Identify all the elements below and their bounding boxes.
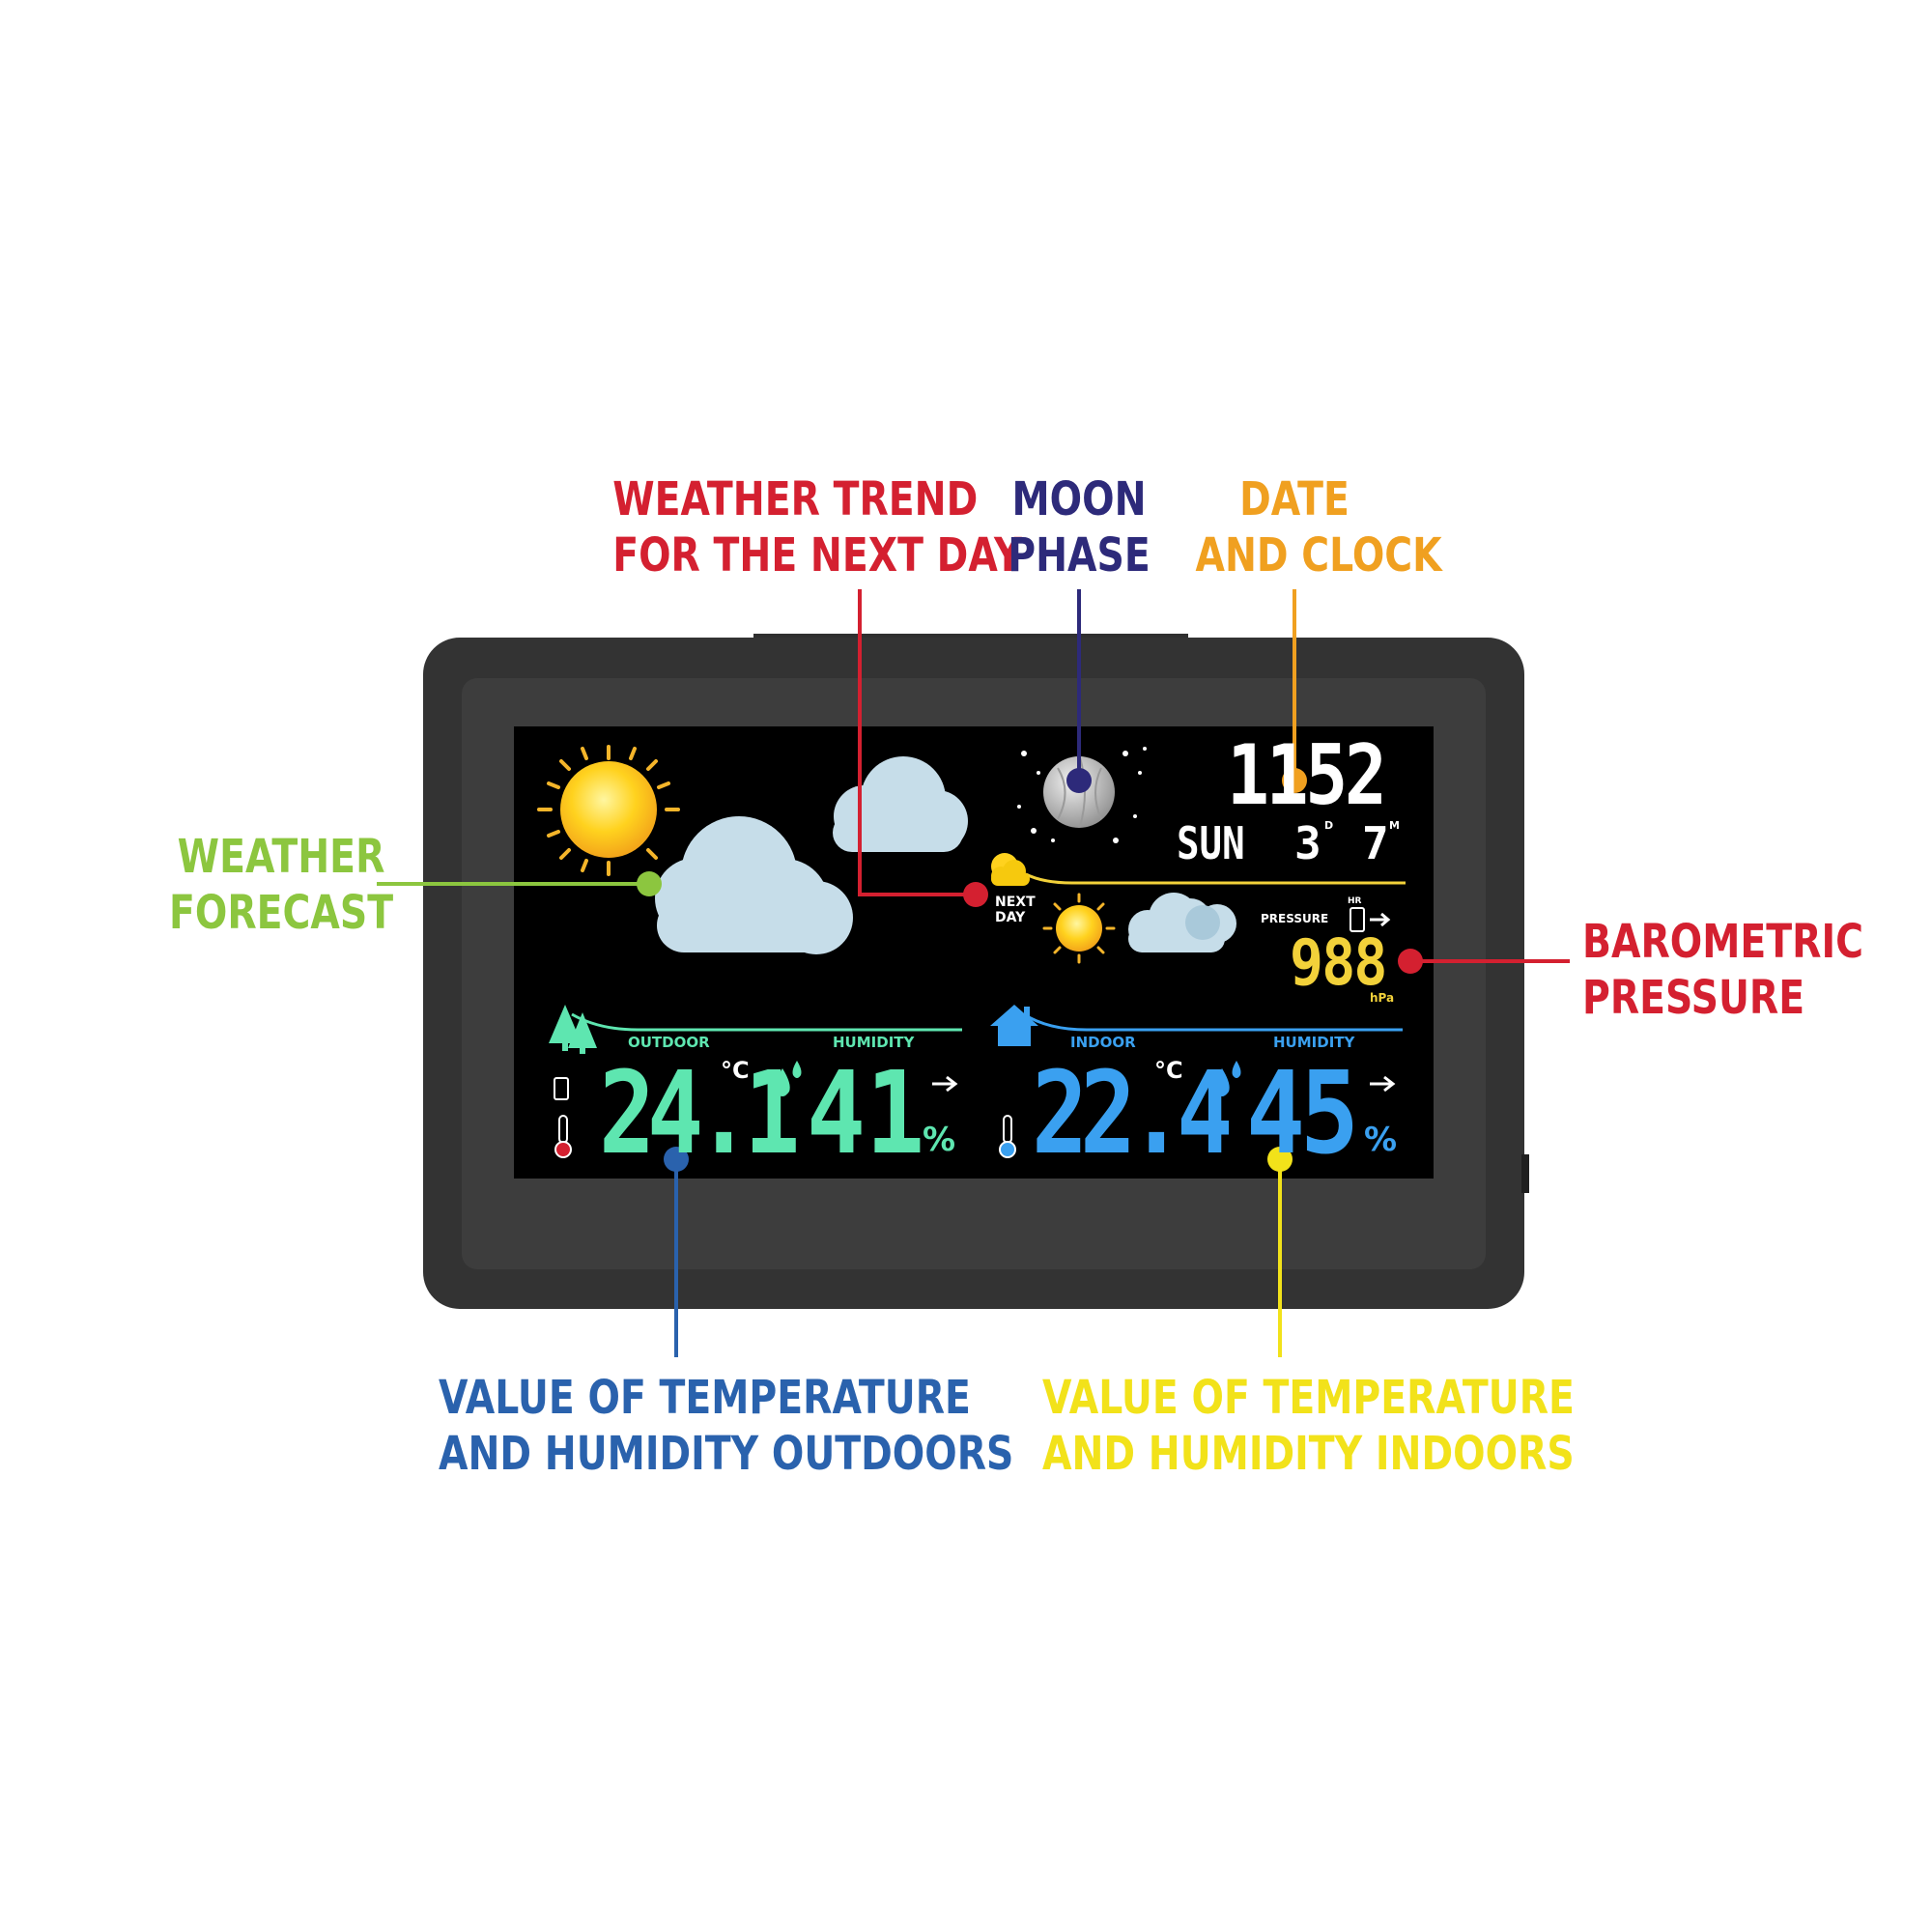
callout-moon-phase-line2: PHASE bbox=[1008, 528, 1151, 582]
outdoor-temperature-unit: °C bbox=[721, 1057, 750, 1084]
weather-forecast-dot bbox=[637, 871, 662, 896]
arrow-right-icon bbox=[932, 1075, 958, 1093]
indoor-humidity-unit: % bbox=[1364, 1121, 1398, 1159]
callout-outdoor-line1: VALUE OF TEMPERATURE bbox=[439, 1371, 971, 1425]
battery-icon bbox=[1350, 907, 1365, 932]
next-day-label: NEXT DAY bbox=[995, 895, 1036, 925]
barometric-dot bbox=[1398, 949, 1423, 974]
callout-date-clock: DATE AND CLOCK bbox=[1195, 471, 1442, 583]
callout-indoor-line1: VALUE OF TEMPERATURE bbox=[1042, 1371, 1575, 1425]
callout-indoor-line2: AND HUMIDITY INDOORS bbox=[1042, 1427, 1575, 1481]
callout-barometric: BAROMETRIC PRESSURE bbox=[1582, 914, 1863, 1026]
weather-trend-dot bbox=[963, 882, 988, 907]
callout-date-clock-line1: DATE bbox=[1239, 472, 1350, 526]
pressure-hr-label: HR bbox=[1348, 896, 1362, 906]
tree-icon bbox=[549, 1005, 597, 1054]
pressure-value: 988 bbox=[1290, 925, 1387, 1000]
pressure-label: PRESSURE bbox=[1261, 912, 1329, 925]
callout-outdoor-line2: AND HUMIDITY OUTDOORS bbox=[439, 1427, 1014, 1481]
outdoor-temperature: 24.1 bbox=[599, 1046, 800, 1179]
callout-moon-phase: MOON PHASE bbox=[1000, 471, 1158, 583]
outdoor-humidity-unit: % bbox=[923, 1121, 956, 1159]
pressure-unit: hPa bbox=[1370, 991, 1395, 1005]
date-day-unit: D bbox=[1324, 819, 1334, 832]
partly-cloudy-icon bbox=[991, 853, 1030, 886]
indoor-dot bbox=[1267, 1147, 1293, 1172]
clock-readout: 1152 bbox=[1227, 727, 1387, 824]
date-month-unit: M bbox=[1389, 819, 1400, 832]
indoor-label: INDOOR bbox=[1070, 1034, 1136, 1051]
callout-barometric-line1: BAROMETRIC bbox=[1582, 915, 1863, 969]
callout-indoor: VALUE OF TEMPERATURE AND HUMIDITY INDOOR… bbox=[1042, 1370, 1575, 1482]
outdoor-label: OUTDOOR bbox=[628, 1034, 710, 1051]
indoor-temperature: 22.4 bbox=[1032, 1046, 1233, 1179]
side-button bbox=[1521, 1154, 1529, 1193]
thermometer-icon bbox=[999, 1115, 1016, 1158]
arrow-right-icon bbox=[1370, 912, 1391, 927]
date-day-readout: 3 bbox=[1294, 817, 1321, 869]
callout-weather-trend-line2: FOR THE NEXT DAY bbox=[612, 528, 1022, 582]
callout-weather-forecast-line1: WEATHER bbox=[177, 830, 385, 884]
date-month-readout: 7 bbox=[1362, 817, 1389, 869]
indoor-temperature-unit: °C bbox=[1154, 1057, 1183, 1084]
indoor-humidity: 45 bbox=[1246, 1046, 1359, 1179]
droplet-icon bbox=[775, 1061, 802, 1096]
lcd-screen bbox=[514, 726, 1434, 1179]
battery-icon bbox=[554, 1077, 569, 1100]
callout-weather-trend-line1: WEATHER TREND bbox=[612, 472, 979, 526]
cloud-icon bbox=[1128, 893, 1236, 952]
indoor-humidity-label: HUMIDITY bbox=[1273, 1034, 1355, 1051]
thermometer-icon bbox=[554, 1115, 572, 1158]
house-icon bbox=[990, 1005, 1038, 1046]
callout-barometric-line2: PRESSURE bbox=[1582, 971, 1805, 1025]
callout-weather-forecast-line2: FORECAST bbox=[169, 886, 394, 940]
stars-icon bbox=[1017, 747, 1147, 843]
callout-weather-forecast: WEATHER FORECAST bbox=[169, 829, 393, 941]
callout-outdoor: VALUE OF TEMPERATURE AND HUMIDITY OUTDOO… bbox=[439, 1370, 1014, 1482]
outdoor-divider bbox=[571, 1012, 962, 1032]
sun-icon bbox=[1042, 893, 1116, 964]
outdoor-humidity-label: HUMIDITY bbox=[833, 1034, 915, 1051]
day-readout: SUN bbox=[1177, 817, 1245, 869]
outdoor-dot bbox=[664, 1147, 689, 1172]
date-clock-dot bbox=[1282, 768, 1307, 793]
outdoor-humidity: 41 bbox=[807, 1046, 925, 1179]
callout-moon-phase-line1: MOON bbox=[1011, 472, 1147, 526]
callout-weather-trend: WEATHER TREND FOR THE NEXT DAY bbox=[612, 471, 1022, 583]
forecast-divider bbox=[1025, 872, 1406, 885]
next-day-label-line2: DAY bbox=[995, 910, 1026, 925]
sun-icon bbox=[537, 745, 680, 876]
cloud-icon bbox=[655, 816, 853, 954]
droplet-icon bbox=[1214, 1061, 1241, 1096]
next-day-label-line1: NEXT bbox=[995, 895, 1036, 910]
callout-date-clock-line2: AND CLOCK bbox=[1195, 528, 1442, 582]
arrow-right-icon bbox=[1370, 1075, 1396, 1093]
weather-trend-leader bbox=[858, 589, 976, 896]
cloud-icon bbox=[833, 756, 968, 852]
moon-phase-dot bbox=[1066, 768, 1092, 793]
